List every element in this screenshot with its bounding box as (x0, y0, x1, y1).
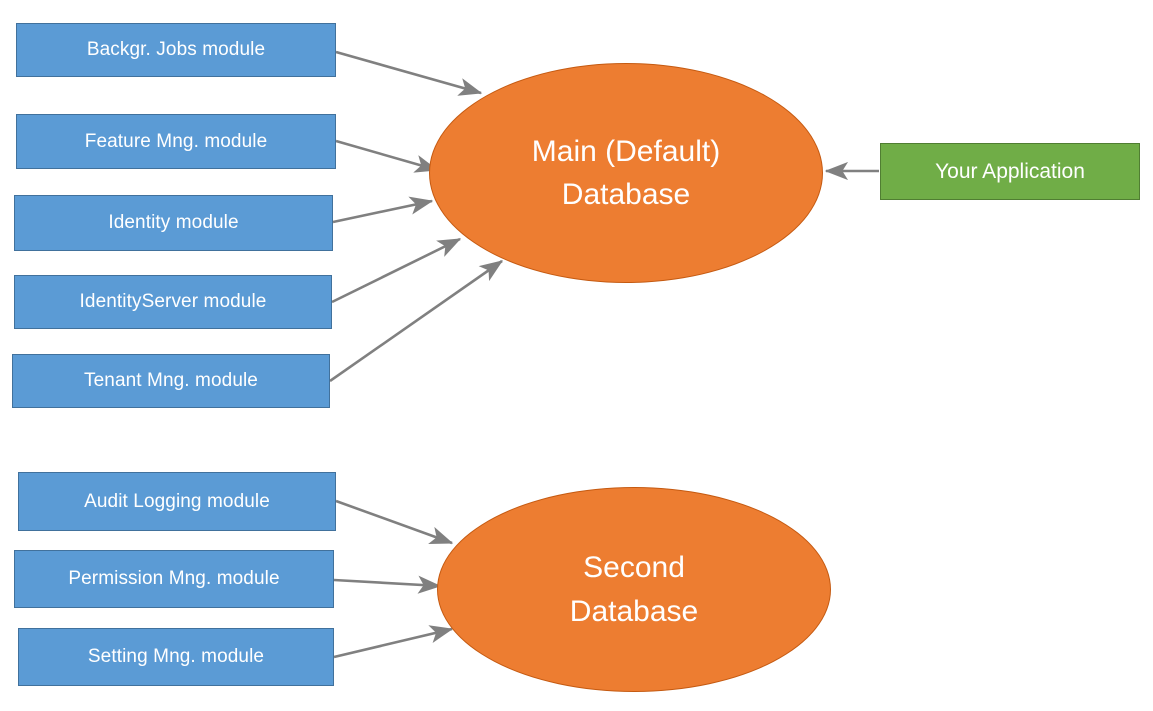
module-box-identity[interactable]: Identity module (14, 195, 333, 251)
edge-arrow (331, 237, 462, 304)
second-database-label-line2: Database (569, 594, 699, 628)
module-label: IdentityServer module (79, 291, 267, 312)
edge-arrow (333, 575, 442, 594)
main-database-label-line2: Database (561, 178, 691, 211)
your-application-node[interactable]: Your Application (880, 143, 1140, 200)
module-box-permission-management[interactable]: Permission Mng. module (14, 550, 334, 608)
second-database-node[interactable]: Second Database (437, 487, 831, 692)
module-label: Audit Logging module (84, 490, 270, 512)
your-application-label: Your Application (935, 159, 1085, 183)
module-label: Permission Mng. module (68, 568, 280, 589)
edges-group (329, 50, 879, 659)
module-label: Identity module (108, 212, 239, 233)
module-box-identityserver[interactable]: IdentityServer module (14, 275, 332, 329)
module-label: Tenant Mng. module (84, 370, 258, 391)
edge-arrow (332, 196, 434, 224)
module-label: Backgr. Jobs module (86, 39, 266, 60)
edge-arrow (335, 139, 439, 173)
second-database-label-line1: Second (583, 551, 685, 584)
module-label: Feature Mng. module (84, 130, 268, 152)
module-box-background-jobs[interactable]: Backgr. Jobs module (16, 23, 336, 77)
module-label: Setting Mng. module (87, 646, 265, 667)
module-box-feature-management[interactable]: Feature Mng. module (16, 114, 336, 169)
main-database-node[interactable]: Main (Default) Database (429, 63, 823, 283)
module-box-tenant-management[interactable]: Tenant Mng. module (12, 354, 330, 408)
edge-arrow (333, 625, 454, 659)
edge-arrow (335, 499, 454, 545)
main-database-label-line1: Main (Default) (531, 134, 721, 168)
module-box-setting-management[interactable]: Setting Mng. module (18, 628, 334, 686)
edge-arrow (335, 50, 483, 96)
edge-arrow (329, 259, 504, 383)
module-box-audit-logging[interactable]: Audit Logging module (18, 472, 336, 531)
